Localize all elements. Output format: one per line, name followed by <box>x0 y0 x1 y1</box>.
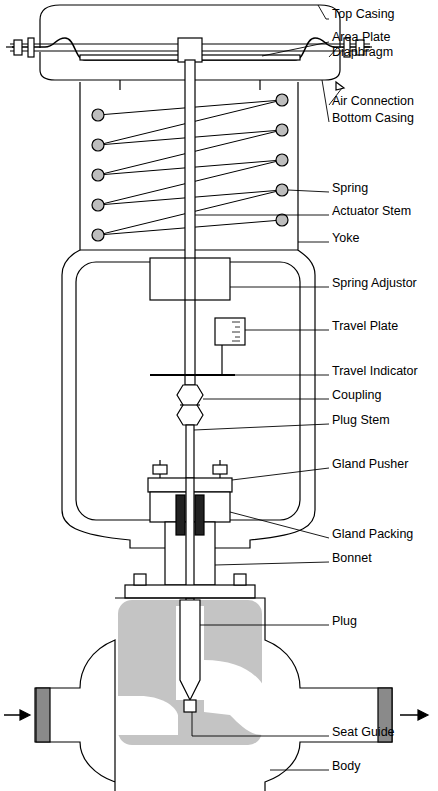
part-label: Bonnet <box>332 551 372 565</box>
part-label: Bottom Casing <box>332 111 414 125</box>
part-label: Actuator Stem <box>332 204 411 218</box>
part-label: Seat Guide <box>332 725 395 739</box>
part-label: Area Plate <box>332 30 390 44</box>
part-label: Plug Stem <box>332 413 390 427</box>
part-label: Coupling <box>332 388 381 402</box>
part-label: Top Casing <box>332 7 395 21</box>
part-label: Gland Pusher <box>332 457 408 471</box>
part-label: Air Connection <box>332 94 414 108</box>
part-label: Yoke <box>332 231 359 245</box>
part-label: Spring Adjustor <box>332 276 417 290</box>
part-label: Travel Indicator <box>332 364 418 378</box>
part-label: Spring <box>332 181 368 195</box>
part-label: Body <box>332 759 361 773</box>
part-label: Plug <box>332 614 357 628</box>
part-label: Diaphragm <box>332 45 393 59</box>
part-label: Gland Packing <box>332 527 413 541</box>
part-label: Travel Plate <box>332 319 398 333</box>
